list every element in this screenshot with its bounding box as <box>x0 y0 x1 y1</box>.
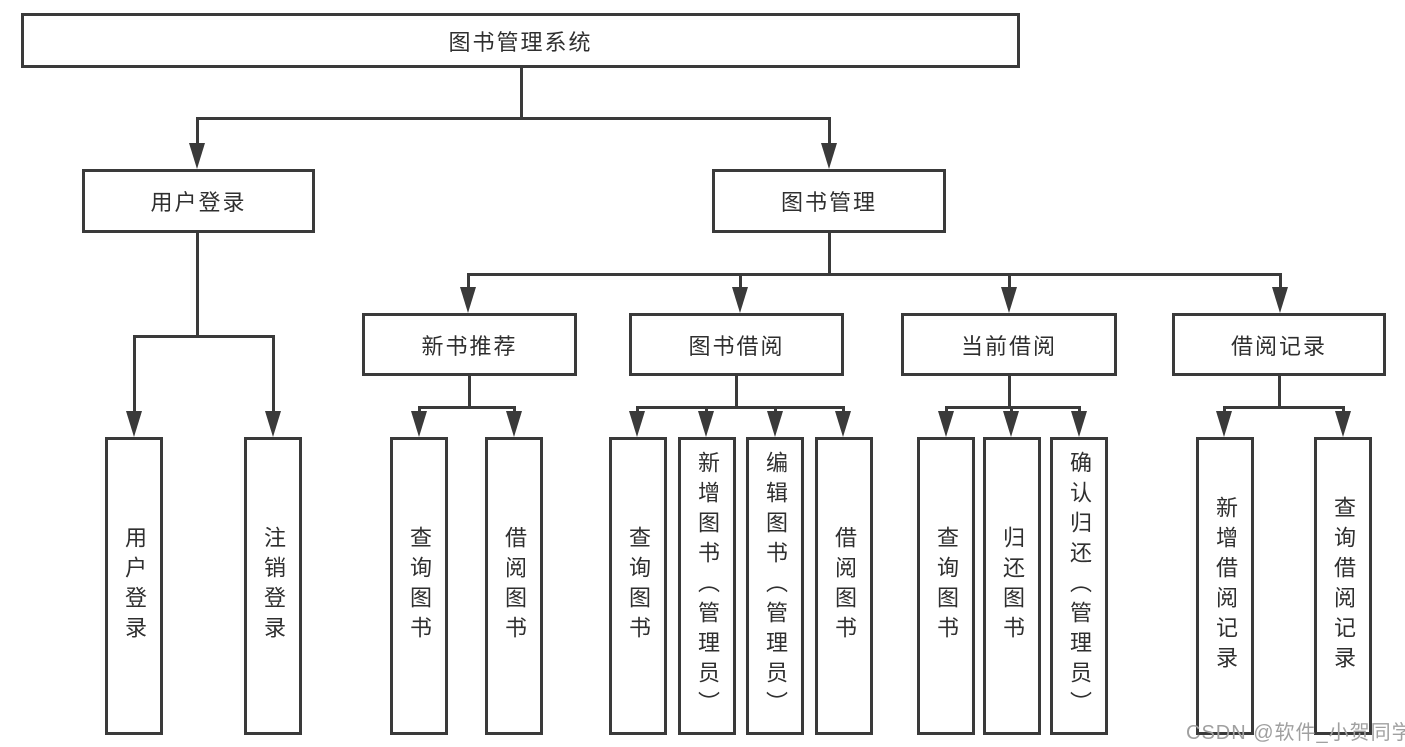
connector-vline <box>1008 376 1011 406</box>
connector-vline <box>828 117 831 144</box>
connector-vline <box>133 335 136 411</box>
node-current-borrow: 当前借阅 <box>901 313 1117 376</box>
node-user-login: 用户登录 <box>82 169 315 233</box>
connector-vline <box>468 376 471 406</box>
arrow-down-icon <box>698 411 714 437</box>
leaf-user-login: 用户登录 <box>105 437 163 735</box>
leaf-query-books: 查询图书 <box>390 437 448 735</box>
arrow-down-icon <box>460 287 476 313</box>
connector-vline <box>1008 273 1011 287</box>
connector-hline <box>133 335 274 338</box>
connector-vline <box>1279 273 1282 287</box>
connector-vline <box>842 406 845 412</box>
connector-vline <box>1078 406 1081 412</box>
node-library-management-system: 图书管理系统 <box>21 13 1020 68</box>
arrow-down-icon <box>265 411 281 437</box>
connector-vline <box>636 406 639 412</box>
arrow-down-icon <box>1003 411 1019 437</box>
leaf-query-borrow-record: 查询借阅记录 <box>1314 437 1372 735</box>
csdn-watermark: CSDN @软件_小贺同学 <box>1186 722 1405 744</box>
connector-vline <box>467 273 470 287</box>
leaf-borrow-books-2: 借阅图书 <box>815 437 873 735</box>
connector-vline <box>196 117 199 144</box>
arrow-down-icon <box>1335 411 1351 437</box>
connector-vline <box>828 233 831 273</box>
connector-vline <box>513 406 516 412</box>
leaf-add-books-admin: 新增图书（管理员） <box>678 437 736 735</box>
node-book-management: 图书管理 <box>712 169 946 233</box>
arrow-down-icon <box>411 411 427 437</box>
connector-vline <box>1010 406 1013 412</box>
arrow-down-icon <box>629 411 645 437</box>
leaf-return-books: 归还图书 <box>983 437 1041 735</box>
node-book-borrow: 图书借阅 <box>629 313 844 376</box>
connector-vline <box>520 68 523 117</box>
arrow-down-icon <box>1001 287 1017 313</box>
node-borrow-records: 借阅记录 <box>1172 313 1386 376</box>
leaf-borrow-books: 借阅图书 <box>485 437 543 735</box>
connector-vline <box>196 233 199 335</box>
arrow-down-icon <box>938 411 954 437</box>
connector-vline <box>1223 406 1226 412</box>
connector-vline <box>945 406 948 412</box>
leaf-edit-books-admin: 编辑图书（管理员） <box>746 437 804 735</box>
arrow-down-icon <box>1272 287 1288 313</box>
arrow-down-icon <box>126 411 142 437</box>
leaf-query-books-2: 查询图书 <box>609 437 667 735</box>
node-new-book-recommend: 新书推荐 <box>362 313 577 376</box>
connector-vline <box>418 406 421 412</box>
arrow-down-icon <box>732 287 748 313</box>
arrow-down-icon <box>506 411 522 437</box>
connector-hline <box>197 117 831 120</box>
connector-hline <box>636 406 844 409</box>
connector-vline <box>1278 376 1281 406</box>
arrow-down-icon <box>767 411 783 437</box>
arrow-down-icon <box>1071 411 1087 437</box>
leaf-query-books-3: 查询图书 <box>917 437 975 735</box>
arrow-down-icon <box>189 143 205 169</box>
connector-vline <box>705 406 708 412</box>
connector-vline <box>272 335 275 411</box>
connector-hline <box>1223 406 1344 409</box>
arrow-down-icon <box>821 143 837 169</box>
arrow-down-icon <box>835 411 851 437</box>
leaf-confirm-return-admin: 确认归还（管理员） <box>1050 437 1108 735</box>
leaf-add-borrow-record: 新增借阅记录 <box>1196 437 1254 735</box>
arrow-down-icon <box>1216 411 1232 437</box>
leaf-logout: 注销登录 <box>244 437 302 735</box>
connector-vline <box>774 406 777 412</box>
connector-vline <box>735 376 738 406</box>
connector-vline <box>1342 406 1345 412</box>
connector-hline <box>467 273 1281 276</box>
connector-vline <box>739 273 742 287</box>
connector-hline <box>418 406 515 409</box>
